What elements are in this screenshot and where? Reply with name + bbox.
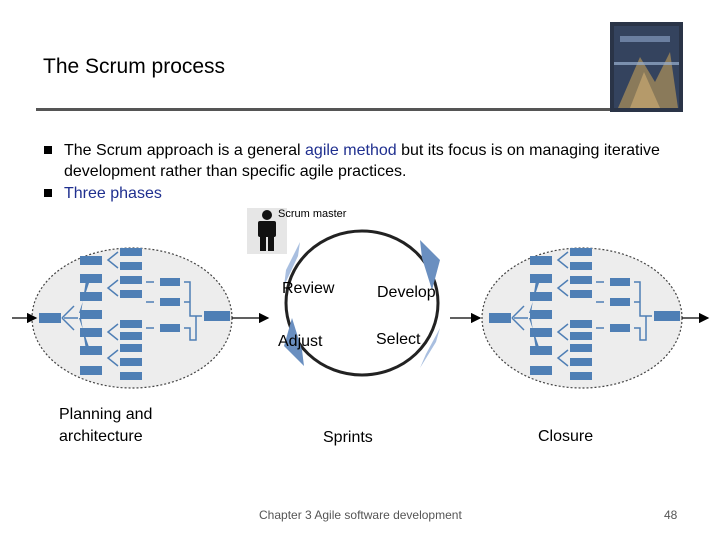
slide-footer: Chapter 3 Agile software development: [259, 508, 462, 522]
bullet-marker: [44, 189, 52, 197]
adjust-label: Adjust: [278, 333, 323, 350]
bullet-list: The Scrum approach is a general agile me…: [44, 140, 694, 205]
title-divider: [36, 108, 610, 111]
cycle-arrowhead-icon: [420, 328, 440, 368]
book-cover-image: [610, 22, 683, 112]
slide-title: The Scrum process: [43, 55, 226, 78]
bullet-text: The Scrum approach is a general: [64, 142, 306, 159]
bullet-text: but its focus is on managing iterative d…: [64, 142, 660, 180]
scrum-master-label: Scrum master: [278, 208, 347, 220]
bullet-item: Three phases: [44, 183, 694, 204]
bullet-accent-text: agile method: [305, 142, 397, 159]
scrum-process-diagram: [12, 208, 710, 389]
bullet-item: The Scrum approach is a general agile me…: [44, 140, 694, 182]
planning-phase-label-line1: Planning and: [59, 406, 153, 423]
develop-label: Develop: [377, 284, 436, 301]
cycle-arrowhead-icon: [420, 240, 440, 290]
cycle-arrowhead-icon: [284, 318, 304, 366]
review-label: Review: [282, 280, 335, 297]
sprints-label: Sprints: [323, 429, 373, 446]
closure-label: Closure: [538, 428, 594, 445]
select-label: Select: [376, 331, 421, 348]
bullet-accent-text: Three phases: [64, 185, 162, 202]
sprint-cycle-circle: [284, 229, 440, 377]
cycle-arrowhead-icon: [284, 242, 300, 286]
planning-phase-label-line2: architecture: [59, 428, 143, 445]
page-number: 48: [664, 508, 678, 522]
person-icon: [258, 210, 276, 251]
bullet-marker: [44, 146, 52, 154]
